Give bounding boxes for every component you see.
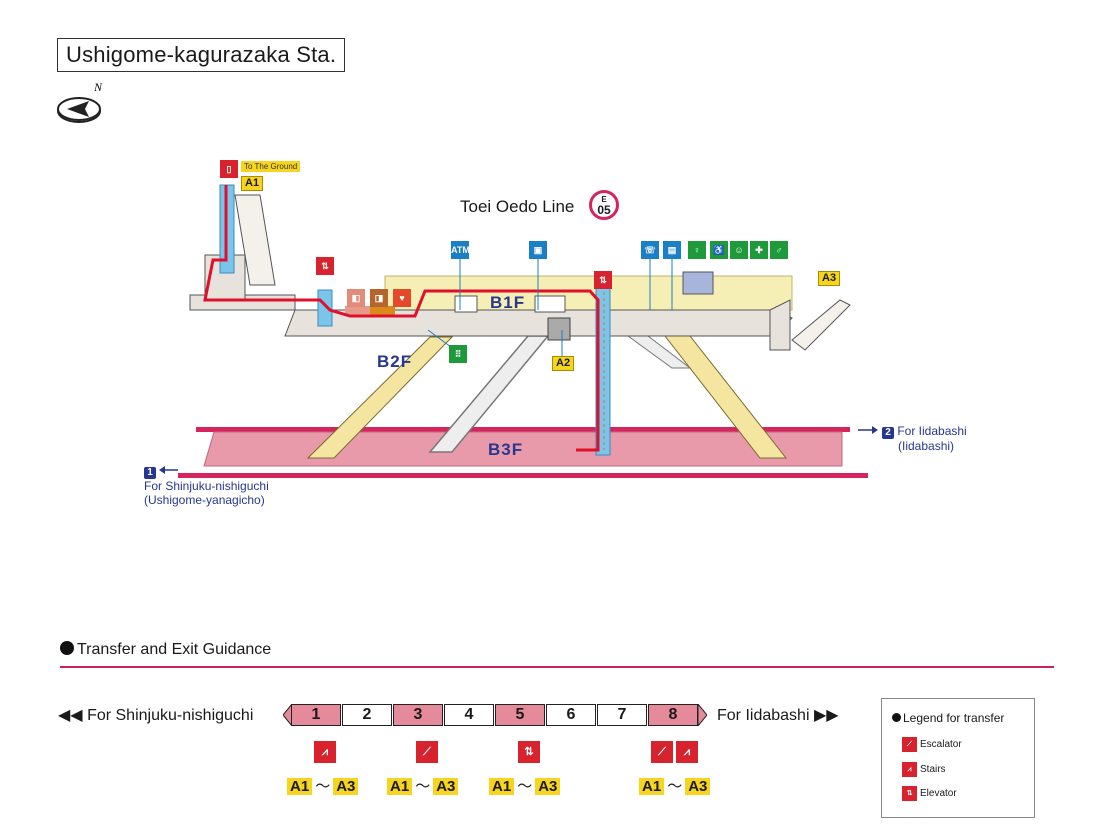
double-right-arrow-icon: ▶▶ — [813, 707, 839, 724]
braille-map-icon: ⠿ — [449, 345, 467, 363]
guidance-left-direction: ◀◀ For Shinjuku-nishiguchi — [58, 707, 254, 724]
aed-icon: ♥ — [393, 289, 411, 307]
station-diagram — [159, 184, 878, 478]
elevator-icon: ⇅ — [594, 271, 612, 289]
track-line-bottom — [178, 473, 868, 478]
line-code-badge: E 05 — [589, 190, 619, 220]
stairs-icon: ⩘ — [902, 762, 917, 777]
gates-left — [454, 295, 478, 313]
exit-range: A1～A3 — [387, 775, 459, 796]
car: 6 — [546, 704, 596, 726]
direction-iidabashi: 2 For Iidabashi (Iidabashi) — [882, 424, 967, 453]
floor-label-b1f: B1F — [490, 293, 526, 312]
train-front-right-icon — [697, 704, 707, 726]
elevator-concourse — [317, 289, 333, 327]
elevator-icon: ⇅ — [902, 786, 917, 801]
stairs-left — [306, 336, 454, 459]
b1f-passage-a3 — [769, 299, 791, 351]
shop-box-1 — [345, 306, 370, 316]
legend-escalator: ⟋Escalator — [902, 737, 962, 753]
direction-number: 2 — [882, 427, 894, 439]
escalator-icon: ⟋ — [416, 741, 438, 763]
a1-stairs — [234, 194, 276, 286]
car: 4 — [444, 704, 494, 726]
car: 5 — [495, 704, 545, 726]
direction-line1: For Iidabashi — [897, 424, 967, 438]
stairs-icon: ⩘ — [676, 741, 698, 763]
car: 3 — [393, 704, 443, 726]
exit-range: A1～A3 — [639, 775, 711, 796]
line-code-number: 05 — [597, 203, 611, 217]
exit-a2-label: A2 — [552, 356, 575, 371]
exit-range: A1～A3 — [489, 775, 561, 796]
shop-box-2 — [370, 306, 395, 316]
a2-exit-box — [547, 317, 571, 341]
escalator-icon: ⟋ — [902, 737, 917, 752]
a3-stairs — [791, 299, 851, 351]
ticket-machines — [682, 271, 714, 295]
elevator-icon: ▯ — [220, 160, 238, 178]
direction-line2: (Ushigome-yanagicho) — [144, 493, 265, 507]
stairs-icon: ⩘ — [314, 741, 336, 763]
legend-title: Legend for transfer — [892, 711, 1004, 725]
car: 1 — [291, 704, 341, 726]
escalator-icon: ⟋ — [651, 741, 673, 763]
guidance-right-direction: For Iidabashi ▶▶ — [717, 707, 839, 724]
legend-stairs: ⩘Stairs — [902, 762, 946, 778]
guidance-title: Transfer and Exit Guidance — [60, 641, 271, 659]
b1f-backwall — [384, 275, 793, 311]
compass-icon: N — [57, 80, 103, 123]
track-line-top — [196, 427, 850, 432]
line-code-letter: E — [601, 195, 607, 204]
transfer-legend: Legend for transfer ⟋Escalator ⩘Stairs ⇅… — [881, 698, 1035, 818]
exit-a1-label: A1 — [241, 176, 264, 191]
exit-range: A1～A3 — [287, 775, 359, 796]
direction-line2: (Iidabashi) — [898, 439, 955, 453]
north-label: N — [93, 80, 103, 94]
accessible-restroom-icon: ♿ — [710, 241, 728, 259]
shop-icon: ◧ — [347, 289, 365, 307]
car: 2 — [342, 704, 392, 726]
direction-number: 1 — [144, 467, 156, 479]
baby-care-icon: ☺ — [730, 241, 748, 259]
direction-shinjuku: 1 For Shinjuku-nishiguchi (Ushigome-yana… — [144, 464, 269, 507]
elevator-icon: ⇅ — [316, 257, 334, 275]
locker-icon: ▣ — [529, 241, 547, 259]
accessible-route — [203, 185, 600, 452]
car: 8 — [648, 704, 698, 726]
legend-elevator: ⇅Elevator — [902, 786, 957, 802]
to-ground-label: To The Ground — [241, 161, 301, 172]
station-name: Ushigome-kagurazaka Sta. — [57, 38, 346, 72]
car: 7 — [597, 704, 647, 726]
guidance-divider — [60, 666, 1054, 668]
floor-label-b2f: B2F — [377, 352, 413, 371]
floor-label-b3f: B3F — [488, 440, 524, 459]
double-left-arrow-icon: ◀◀ — [58, 707, 83, 724]
shop-icon: ◨ — [370, 289, 388, 307]
restroom-icon: ♀ — [688, 241, 706, 259]
elevator-icon: ⇅ — [518, 741, 540, 763]
b3f-platform — [203, 431, 843, 467]
phone-icon: ☏ — [641, 241, 659, 259]
exit-a3-label: A3 — [818, 271, 841, 286]
gates-center — [534, 295, 566, 313]
atm-icon: ATM — [451, 241, 470, 259]
multipurpose-room-icon: ♂ — [770, 241, 788, 259]
ticket-machine-icon: ▤ — [663, 241, 681, 259]
direction-line1: For Shinjuku-nishiguchi — [144, 479, 269, 493]
ostomate-icon: ✚ — [750, 241, 768, 259]
line-name: Toei Oedo Line — [460, 197, 575, 216]
